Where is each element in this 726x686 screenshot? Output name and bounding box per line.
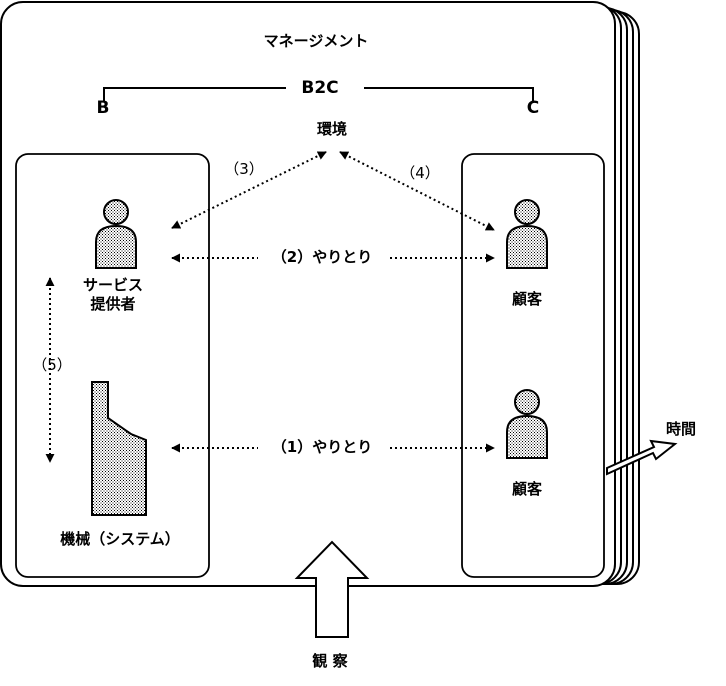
customer-label-bottom: 顧客 [511,480,543,498]
interaction-4-label: （4） [400,164,440,182]
machine-label: 機械（システム） [60,530,180,548]
customer-person-icon-bottom [506,389,548,459]
customer-box [461,153,605,578]
provider-label-line-1: サービス [82,276,144,294]
c-label: C [526,98,540,118]
interaction-3-label: （3） [224,160,264,178]
machine-icon [91,381,147,516]
observation-label: 観 察 [312,652,348,670]
provider-label: サービス 提供者 [83,276,143,314]
interaction-5-label: （5） [32,356,72,374]
provider-label-line-2: 提供者 [90,295,136,313]
time-label: 時間 [666,420,697,438]
b2c-bracket [103,87,534,101]
interaction-1-label: （1）やりとり [271,438,373,456]
environment-label: 環境 [316,120,348,138]
observation-arrow-icon [294,540,370,638]
arrow-3 [171,151,327,229]
time-arrow-icon [606,439,678,476]
customer-person-icon-top [506,199,548,269]
interaction-2-label: （2）やりとり [271,248,373,266]
b-label: B [96,98,110,118]
b2c-label: B2C [301,78,339,98]
interaction-arrows [45,151,495,463]
provider-box [15,153,210,578]
customer-label-top: 顧客 [511,290,543,308]
management-title: マネージメント [263,32,369,50]
arrow-4 [339,151,495,231]
provider-person-icon [95,199,137,269]
